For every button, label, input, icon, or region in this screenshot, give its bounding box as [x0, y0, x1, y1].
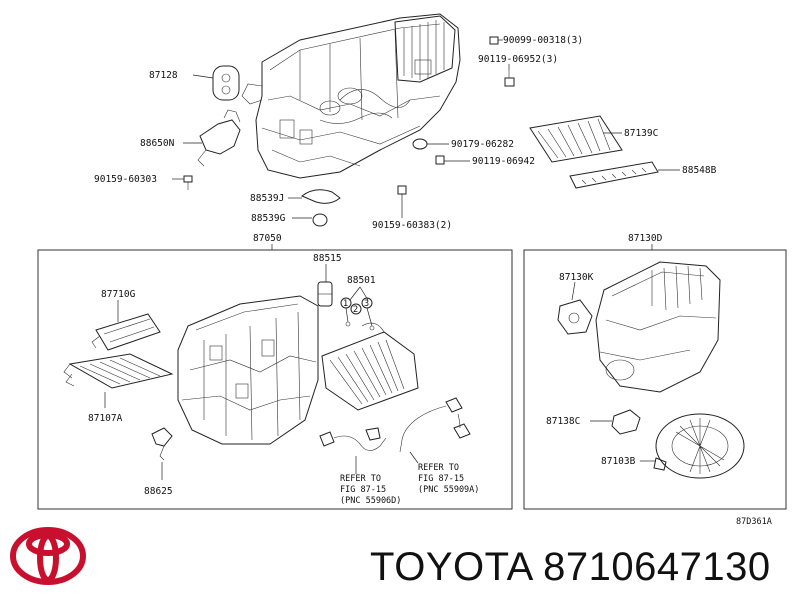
sensor-88650n-drawing — [197, 109, 241, 167]
label-90119-06942: 90119-06942 — [472, 156, 535, 167]
resistor-87138c-drawing — [611, 409, 641, 435]
label-88650n: 88650N — [140, 138, 175, 149]
callout-1: 1 — [340, 297, 352, 309]
label-90119-06952: 90119-06952(3) — [478, 54, 558, 65]
evaporator-88501-drawing — [321, 322, 419, 411]
blower-housing-87130d-drawing — [595, 261, 721, 393]
left-box-title: 87050 — [253, 233, 282, 244]
callout-3: 3 — [361, 297, 373, 309]
heater-core-87107a-drawing — [63, 353, 174, 389]
housing-87050-drawing — [177, 295, 319, 445]
screw-90119-06952-drawing — [504, 70, 515, 87]
label-90159-60383: 90159-60383(2) — [372, 220, 452, 231]
callout-2: 2 — [350, 303, 362, 315]
assembly-87130d-box — [523, 249, 787, 510]
svg-text:REFER TO: REFER TO — [340, 474, 381, 484]
clip-88539g-drawing — [312, 213, 328, 227]
diagram-code: 87D361A — [736, 517, 772, 527]
label-90159-60303: 90159-60303 — [94, 174, 157, 185]
hvac-unit-drawing — [241, 13, 461, 179]
label-87138c: 87138C — [546, 416, 580, 427]
label-88539g: 88539G — [251, 213, 286, 224]
label-88548b: 88548B — [682, 165, 717, 176]
filter-cover-88548b-drawing — [569, 161, 659, 189]
svg-text:FIG 87-15: FIG 87-15 — [418, 474, 464, 484]
svg-text:FIG 87-15: FIG 87-15 — [340, 485, 386, 495]
servo-motor-87130k-drawing — [557, 299, 593, 335]
svg-text:(PNC 55909A): (PNC 55909A) — [418, 485, 479, 495]
svg-text:(PNC 55906D): (PNC 55906D) — [340, 496, 401, 506]
svg-text:3: 3 — [364, 299, 369, 309]
svg-text:2: 2 — [353, 305, 358, 315]
label-87139c: 87139C — [624, 128, 658, 139]
label-87107a: 87107A — [88, 413, 123, 424]
part-number-heading: TOYOTA 8710647130 — [370, 545, 771, 589]
nut-90179-drawing — [412, 138, 428, 150]
label-87128: 87128 — [149, 70, 178, 81]
svg-text:REFER TO: REFER TO — [418, 463, 459, 473]
assembly-87050-box — [37, 249, 513, 510]
toyota-logo-icon — [10, 527, 86, 585]
screw-90099-drawing — [489, 36, 499, 45]
label-88625: 88625 — [144, 486, 173, 497]
label-87103b: 87103B — [601, 456, 636, 467]
wire-harness-right-drawing — [399, 397, 471, 453]
bolt-90119-06942-drawing — [435, 155, 445, 165]
blower-motor-87103b-drawing — [653, 413, 745, 479]
screw-90159-60303-drawing — [183, 175, 193, 190]
label-88515: 88515 — [313, 253, 342, 264]
label-90099-00318: 90099-00318(3) — [503, 35, 583, 46]
label-88539j: 88539J — [250, 193, 284, 204]
label-87710g: 87710G — [101, 289, 136, 300]
cabin-filter-87139c-drawing — [529, 115, 623, 163]
heater-core-cover-87710g-drawing — [91, 313, 161, 351]
screw-90159-60383-drawing — [397, 185, 407, 195]
reference-note-55909a: REFER TO FIG 87-15 (PNC 55909A) — [418, 463, 479, 495]
label-88501: 88501 — [347, 275, 376, 286]
gasket-87128-drawing — [212, 65, 240, 101]
right-box-title: 87130D — [628, 233, 663, 244]
wire-harness-left-drawing — [319, 427, 387, 451]
label-90179-06282: 90179-06282 — [451, 139, 514, 150]
label-87130k: 87130K — [559, 272, 594, 283]
svg-text:1: 1 — [343, 299, 348, 309]
reference-note-55906d: REFER TO FIG 87-15 (PNC 55906D) — [340, 474, 401, 506]
sensor-88625-drawing — [151, 427, 173, 461]
clip-88539j-drawing — [301, 189, 341, 204]
expansion-valve-88515-drawing — [317, 281, 333, 307]
